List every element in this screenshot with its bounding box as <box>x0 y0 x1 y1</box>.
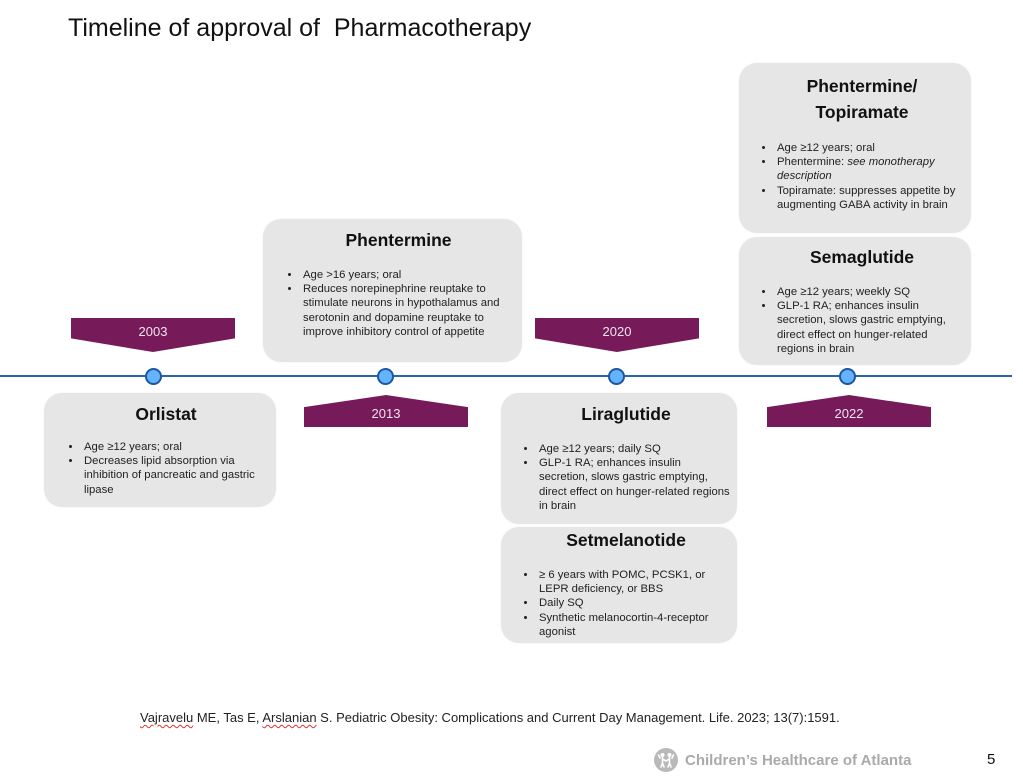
bullet: Topiramate: suppresses appetite by augme… <box>775 184 967 212</box>
year-banner-2003: 2003 <box>71 318 235 352</box>
bullet: Age ≥12 years; weekly SQ <box>775 285 967 299</box>
year-banner-2022: 2022 <box>767 395 931 427</box>
timeline-node-2013 <box>377 368 394 385</box>
year-banner-2013: 2013 <box>304 395 468 427</box>
timeline-axis <box>0 375 1012 377</box>
year-banner-2020: 2020 <box>535 318 699 352</box>
card-setmelanotide: Setmelanotide ≥ 6 years with POMC, PCSK1… <box>501 527 737 643</box>
card-bullets: Age >16 years; oral Reduces norepinephri… <box>283 268 514 339</box>
card-bullets: Age ≥12 years; daily SQ GLP-1 RA; enhanc… <box>519 442 733 513</box>
card-semaglutide: Semaglutide Age ≥12 years; weekly SQ GLP… <box>739 237 971 365</box>
timeline-node-2020 <box>608 368 625 385</box>
card-title: Semaglutide <box>809 247 915 267</box>
card-title: Liraglutide <box>581 404 671 424</box>
bullet: Synthetic melanocortin-4-receptor agonis… <box>537 611 733 639</box>
bullet: Age ≥12 years; oral <box>82 440 268 454</box>
card-bullets: Age ≥12 years; oral Phentermine: see mon… <box>757 141 967 212</box>
card-liraglutide: Liraglutide Age ≥12 years; daily SQ GLP-… <box>501 393 737 524</box>
citation-part: ME, Tas E, <box>193 710 263 725</box>
card-orlistat: Orlistat Age ≥12 years; oral Decreases l… <box>44 393 276 507</box>
citation-author-3: Arslanian <box>262 710 317 725</box>
card-title-line1: Phentermine/ <box>806 76 918 96</box>
organization-logo: Children’s Healthcare of Atlanta <box>654 748 911 772</box>
card-bullets: Age ≥12 years; oral Decreases lipid abso… <box>64 440 268 497</box>
bullet: Reduces norepinephrine reuptake to stimu… <box>301 282 514 339</box>
organization-name: Children’s Healthcare of Atlanta <box>685 751 912 769</box>
card-title: Phentermine <box>345 230 452 250</box>
bullet: GLP-1 RA; enhances insulin secretion, sl… <box>537 456 733 513</box>
card-title-line2: Topiramate <box>815 102 909 122</box>
bullet: Age ≥12 years; oral <box>775 141 967 155</box>
card-phentermine-topiramate: Phentermine/Topiramate Age ≥12 years; or… <box>739 63 971 233</box>
bullet: Daily SQ <box>537 596 733 610</box>
citation-rest: S. Pediatric Obesity: Complications and … <box>316 710 840 725</box>
bullet: Decreases lipid absorption via inhibitio… <box>82 454 268 497</box>
bullet-italic: see monotherapy description <box>777 156 935 183</box>
bullet: Age ≥12 years; daily SQ <box>537 442 733 456</box>
bullet: ≥ 6 years with POMC, PCSK1, or LEPR defi… <box>537 568 733 596</box>
card-bullets: ≥ 6 years with POMC, PCSK1, or LEPR defi… <box>519 568 733 639</box>
children-figures-icon <box>654 748 678 772</box>
bullet: Phentermine: see monotherapy description <box>775 155 967 183</box>
citation-author-1: Vajravelu <box>140 710 194 725</box>
bullet-prefix: Phentermine: <box>777 156 848 169</box>
page-number: 5 <box>987 751 996 768</box>
card-title: Setmelanotide <box>566 530 686 550</box>
citation: Vajravelu ME, Tas E, Arslanian S. Pediat… <box>140 710 840 725</box>
slide-title: Timeline of approval of Pharmacotherapy <box>68 14 532 42</box>
timeline-node-2022 <box>839 368 856 385</box>
card-bullets: Age ≥12 years; weekly SQ GLP-1 RA; enhan… <box>757 285 967 356</box>
card-title: Orlistat <box>135 404 197 424</box>
timeline-node-2003 <box>145 368 162 385</box>
card-title: Phentermine/Topiramate <box>757 73 967 125</box>
bullet: Age >16 years; oral <box>301 268 514 282</box>
bullet: GLP-1 RA; enhances insulin secretion, sl… <box>775 299 967 356</box>
card-phentermine: Phentermine Age >16 years; oral Reduces … <box>263 219 522 362</box>
